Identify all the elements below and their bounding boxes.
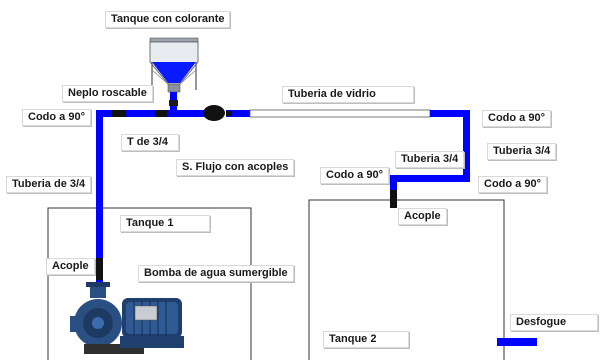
tank-1-outline xyxy=(47,207,252,360)
water-pump-icon xyxy=(70,282,184,354)
coupling-neplo xyxy=(169,100,178,106)
label-tuberia-vidrio: Tuberia de vidrio xyxy=(282,86,414,103)
label-tanque-colorante: Tanque con colorante xyxy=(105,11,231,28)
pipe-mid-horizontal xyxy=(390,175,470,182)
label-flujo: S. Flujo con acoples xyxy=(176,159,295,176)
label-tanque2: Tanque 2 xyxy=(323,331,409,348)
coupling-tee xyxy=(155,110,167,117)
pipe-sensor-right xyxy=(226,110,250,117)
label-tuberia-34-right: Tuberia 3/4 xyxy=(487,143,557,160)
pipe-desfogue xyxy=(497,338,537,346)
label-bomba: Bomba de agua sumergible xyxy=(138,265,294,282)
coupling-left xyxy=(96,258,103,280)
flow-sensor-icon xyxy=(203,105,225,121)
label-acople-right: Acople xyxy=(398,208,447,225)
pipe-right-vertical xyxy=(463,110,470,182)
label-tuberia-34-left: Tuberia de 3/4 xyxy=(6,176,92,193)
label-codo-right-bottom: Codo a 90° xyxy=(478,176,547,193)
label-desfogue: Desfogue xyxy=(510,314,598,331)
pipe-top-right xyxy=(430,110,470,117)
label-codo-mid: Codo a 90° xyxy=(320,167,389,184)
pipe-left-vertical xyxy=(96,110,103,260)
tank-2-outline xyxy=(308,199,505,360)
coupling-left-top xyxy=(112,110,126,117)
glass-pipe xyxy=(249,109,431,118)
label-tanque1: Tanque 1 xyxy=(120,215,210,232)
label-neplo-roscable: Neplo roscable xyxy=(62,85,153,102)
label-codo-left-top: Codo a 90° xyxy=(22,109,91,126)
label-acople-left: Acople xyxy=(46,258,95,275)
label-codo-right-top: Codo a 90° xyxy=(482,110,551,127)
label-tuberia-34-mid: Tuberia 3/4 xyxy=(395,151,465,168)
pipe-top-left xyxy=(96,110,206,117)
label-t-34: T de 3/4 xyxy=(121,134,179,151)
coupling-right xyxy=(390,190,397,208)
hopper-tank-icon xyxy=(149,37,199,93)
